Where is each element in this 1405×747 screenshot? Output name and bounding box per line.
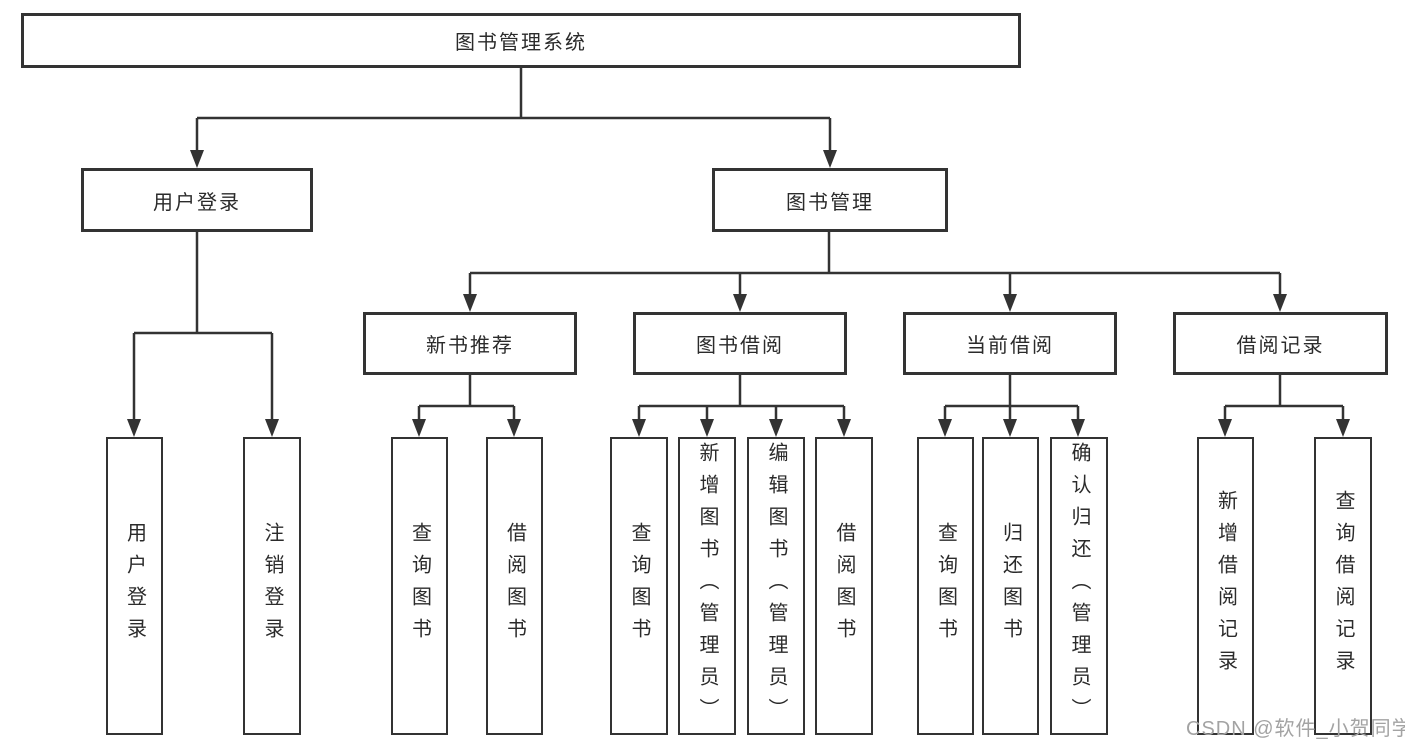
leaf-borrow-books-recommend: 借阅图书 bbox=[486, 437, 543, 735]
leaf-logout: 注销登录 bbox=[243, 437, 301, 735]
leaf-add-books-admin: 新增图书（管理员） bbox=[678, 437, 736, 735]
node-current-borrowing: 当前借阅 bbox=[903, 312, 1117, 375]
leaf-edit-books-admin: 编辑图书（管理员） bbox=[747, 437, 805, 735]
leaf-user-login: 用户登录 bbox=[106, 437, 163, 735]
leaf-query-books-current: 查询图书 bbox=[917, 437, 974, 735]
node-borrowing-records: 借阅记录 bbox=[1173, 312, 1388, 375]
csdn-watermark: CSDN @软件_小贺同学 bbox=[1186, 718, 1405, 740]
leaf-add-borrow-record: 新增借阅记录 bbox=[1197, 437, 1254, 735]
leaf-query-books-borrowing: 查询图书 bbox=[610, 437, 668, 735]
node-root-library-system: 图书管理系统 bbox=[21, 13, 1021, 68]
leaf-query-books-recommend: 查询图书 bbox=[391, 437, 448, 735]
leaf-return-books: 归还图书 bbox=[982, 437, 1039, 735]
node-new-book-recommendation: 新书推荐 bbox=[363, 312, 577, 375]
leaf-borrow-books-borrowing: 借阅图书 bbox=[815, 437, 873, 735]
node-book-borrowing: 图书借阅 bbox=[633, 312, 847, 375]
leaf-confirm-return-admin: 确认归还（管理员） bbox=[1050, 437, 1108, 735]
node-user-login: 用户登录 bbox=[81, 168, 313, 232]
node-book-management: 图书管理 bbox=[712, 168, 948, 232]
leaf-query-borrow-record: 查询借阅记录 bbox=[1314, 437, 1372, 735]
